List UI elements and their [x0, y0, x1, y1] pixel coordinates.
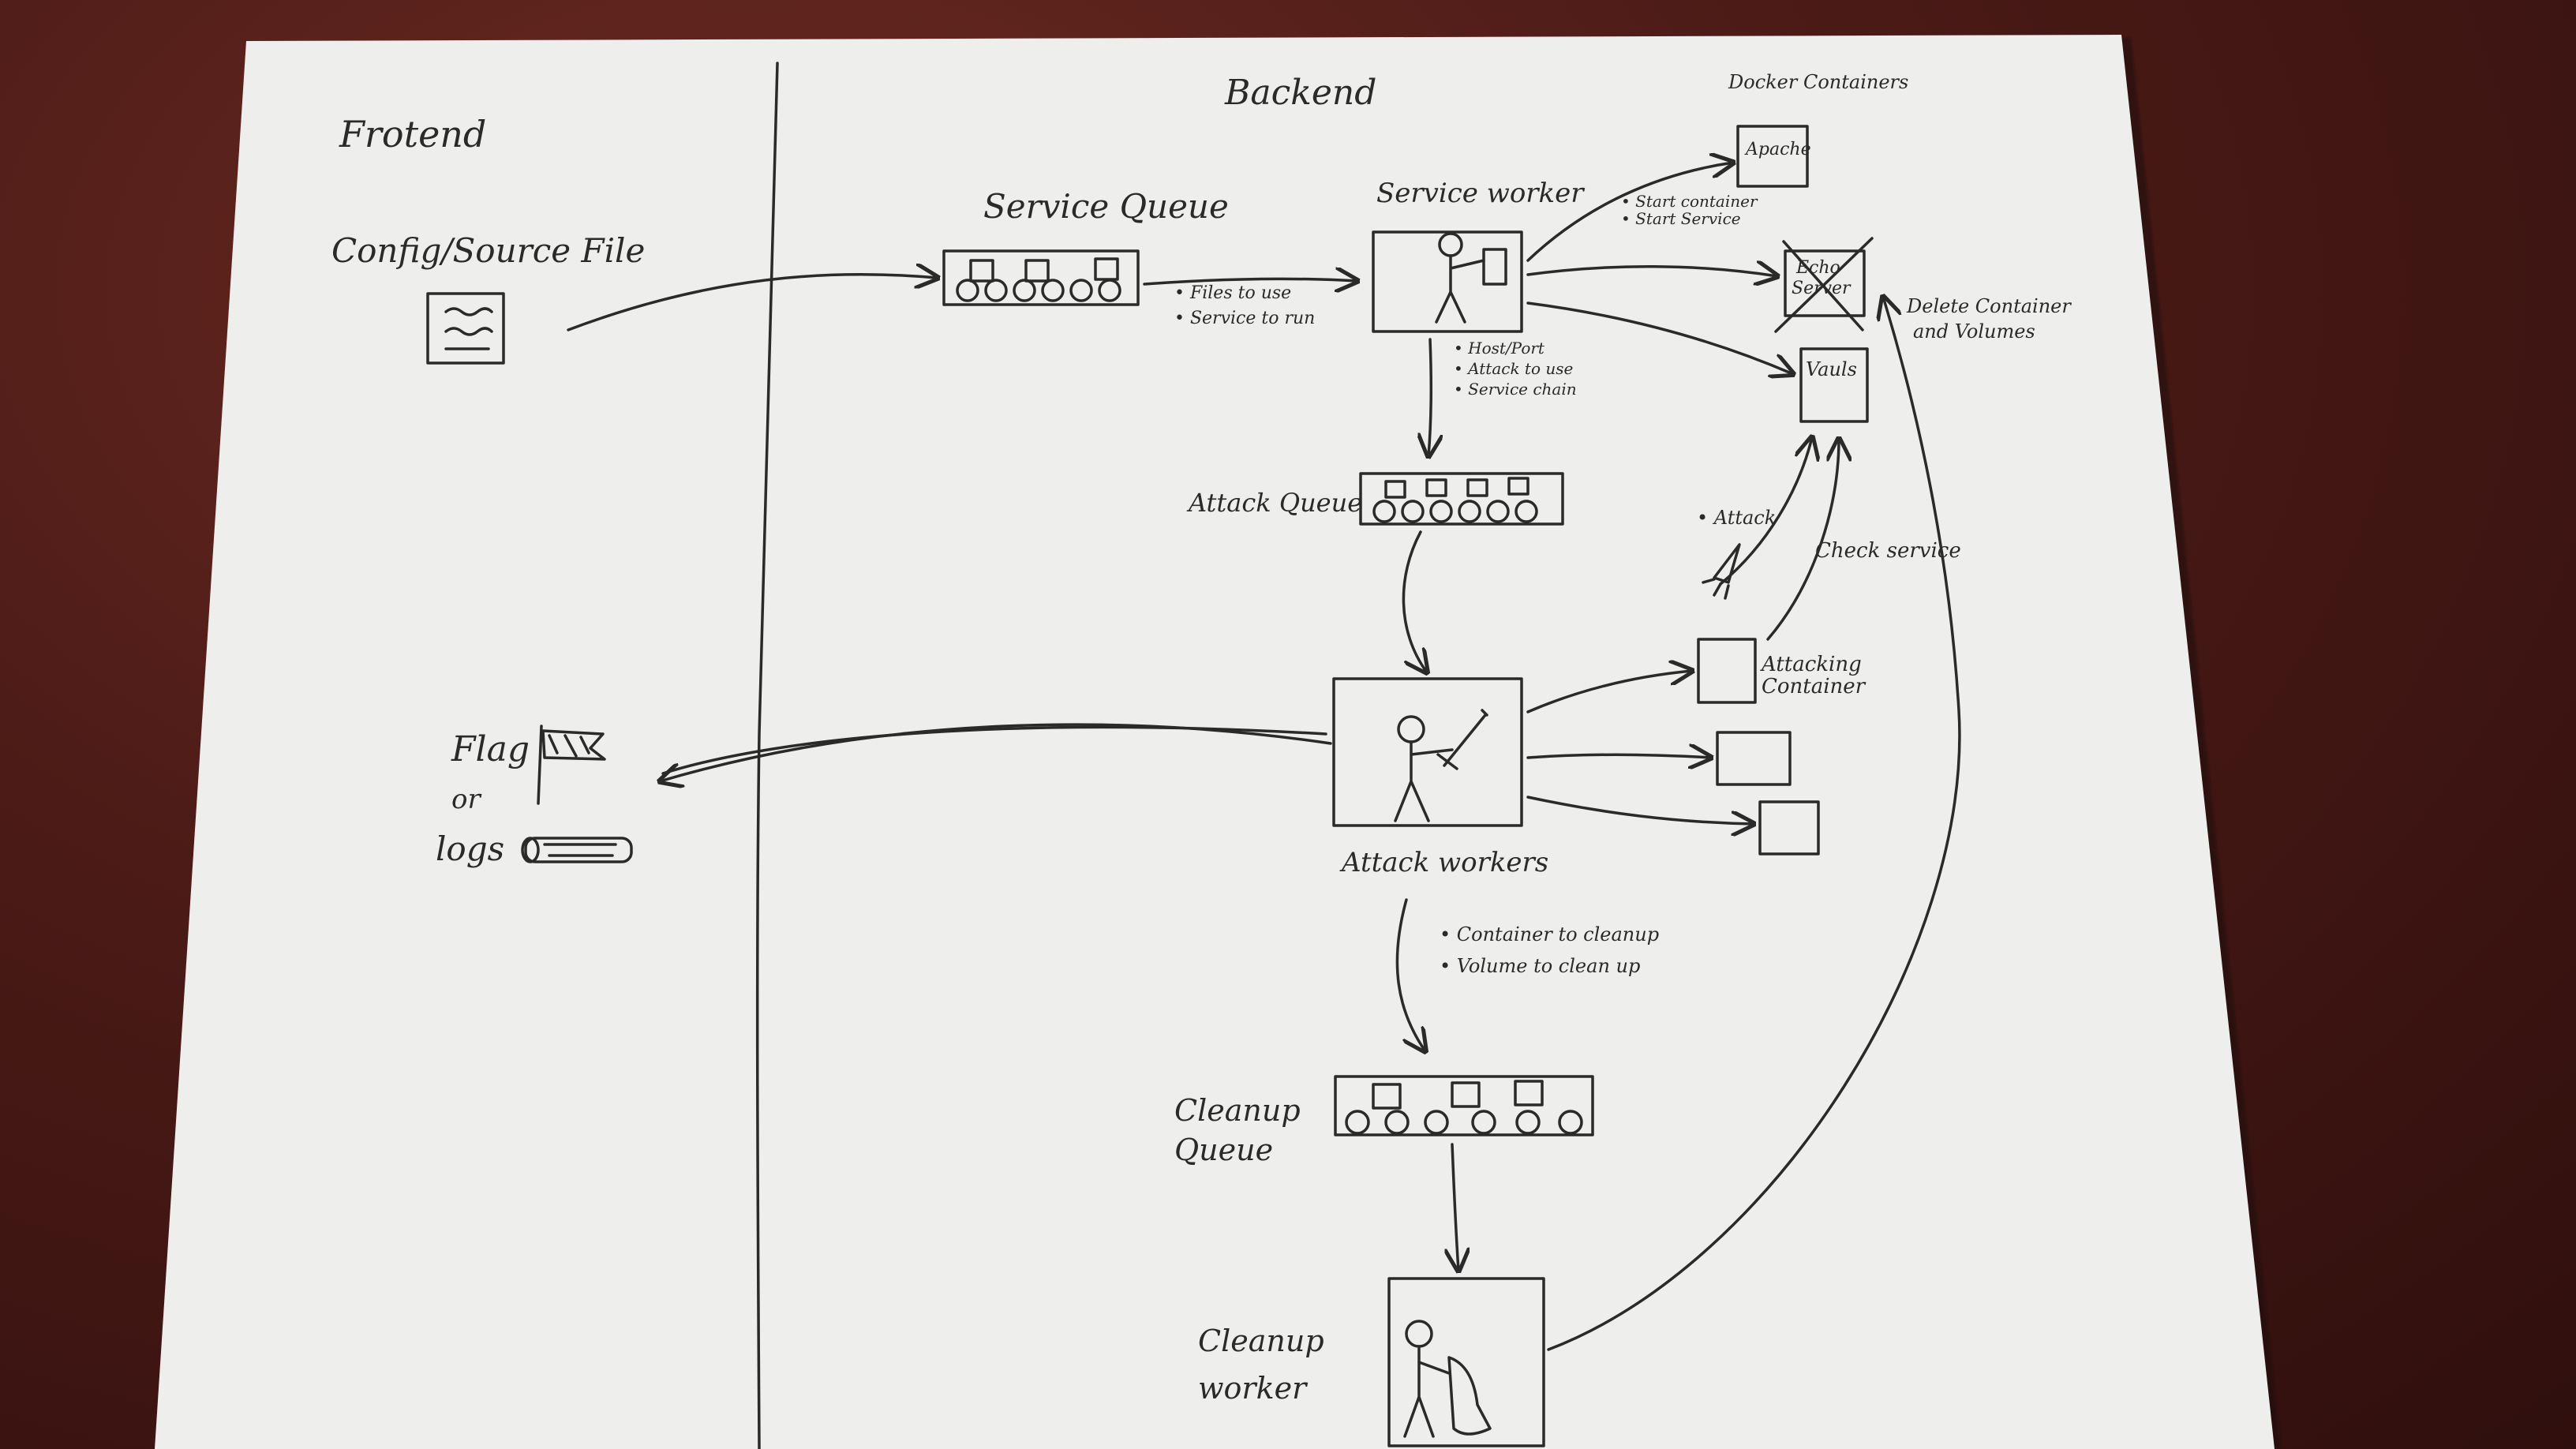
arrow-attack-to-container1 [1526, 671, 1692, 713]
annotation-container-cleanup: • Container to cleanup [1440, 923, 1659, 945]
logs-label: logs [436, 829, 504, 868]
arrow-file-to-service-queue [567, 275, 938, 331]
paper-sheet [155, 35, 2275, 1449]
annotation-attack: • Attack [1697, 507, 1776, 529]
annotation-delete-2: and Volumes [1913, 320, 2035, 343]
arrow-attack-to-container3 [1526, 796, 1754, 824]
backend-heading: Backend [1224, 73, 1376, 113]
annotation-attack-to-use: • Attack to use [1454, 359, 1573, 378]
arrow-worker-to-vauls [1526, 301, 1793, 374]
container-box [1716, 731, 1792, 786]
arrow-worker-to-echo [1526, 267, 1777, 276]
flag-label: Flag [451, 729, 530, 769]
arrow-attack-worker-to-flag-2 [661, 725, 1327, 775]
vauls-label: Vauls [1806, 358, 1857, 380]
service-queue-conveyor-icon [942, 249, 1140, 306]
echo-server-label-2: Server [1792, 279, 1852, 298]
arrow-attack-to-cleanup-queue [1395, 898, 1425, 1051]
arrow-attack-worker-to-flag [660, 723, 1332, 781]
annotation-start-service: • Start Service [1621, 209, 1741, 228]
docker-containers-heading: Docker Containers [1728, 71, 1908, 93]
arrow-attack-to-vauls [1719, 437, 1812, 586]
arrow-attack-queue-to-worker [1402, 530, 1427, 672]
arrow-cleanup-to-vauls [1547, 297, 1961, 1351]
attack-worker-box [1332, 677, 1523, 827]
annotation-service-to-run: • Service to run [1174, 309, 1315, 328]
annotation-check-service: Check service [1815, 539, 1961, 563]
vauls-container [1799, 347, 1869, 423]
attack-workers-label: Attack workers [1339, 847, 1548, 878]
frontend-heading: Frotend [339, 113, 486, 155]
attack-queue-conveyor-icon [1359, 472, 1564, 526]
logs-icon [521, 837, 633, 863]
arrow-attack-to-container2 [1526, 754, 1711, 758]
rocket-icon [1702, 543, 1741, 600]
annotation-delete-1: Delete Container [1906, 295, 2072, 317]
echo-server-label-1: Echo [1795, 258, 1840, 278]
attack-queue-label: Attack Queue [1186, 488, 1362, 518]
document-icon [426, 292, 505, 365]
cleanup-queue-conveyor-icon [1334, 1075, 1594, 1136]
cleanup-worker-box [1387, 1277, 1545, 1447]
annotation-volume-cleanup: • Volume to clean up [1440, 955, 1640, 977]
annotation-service-chain: • Service chain [1454, 380, 1577, 399]
service-worker-box [1372, 230, 1523, 333]
arrow-service-queue-to-worker [1143, 279, 1357, 284]
attacking-container [1697, 638, 1757, 704]
arrow-check-service [1766, 439, 1839, 641]
cleanup-worker-label-1: Cleanup [1198, 1324, 1324, 1358]
apache-container [1736, 125, 1809, 188]
apache-label: Apache [1744, 140, 1811, 159]
annotation-files-to-use: • Files to use [1174, 283, 1291, 303]
frontend-backend-divider [755, 62, 779, 1449]
annotation-host-port: • Host/Port [1454, 339, 1545, 358]
service-worker-label: Service worker [1376, 178, 1585, 209]
arrow-cleanup-queue-to-worker [1452, 1143, 1458, 1271]
annotation-start-container: • Start container [1621, 192, 1758, 211]
service-queue-label: Service Queue [983, 187, 1229, 226]
arrow-worker-to-attack-queue [1428, 338, 1431, 456]
or-label: or [451, 784, 481, 815]
attacking-container-label-1: Attacking [1760, 653, 1862, 676]
config-file-label: Config/Source File [331, 231, 645, 270]
echo-server-container [1774, 237, 1874, 333]
flag-icon [537, 724, 606, 805]
cleanup-queue-label-1: Cleanup [1174, 1093, 1301, 1128]
cleanup-queue-label-2: Queue [1174, 1133, 1273, 1167]
attacking-container-label-2: Container [1762, 675, 1866, 698]
arrow-worker-to-apache [1526, 163, 1733, 262]
container-box [1758, 800, 1820, 856]
cleanup-worker-label-2: worker [1198, 1371, 1309, 1406]
